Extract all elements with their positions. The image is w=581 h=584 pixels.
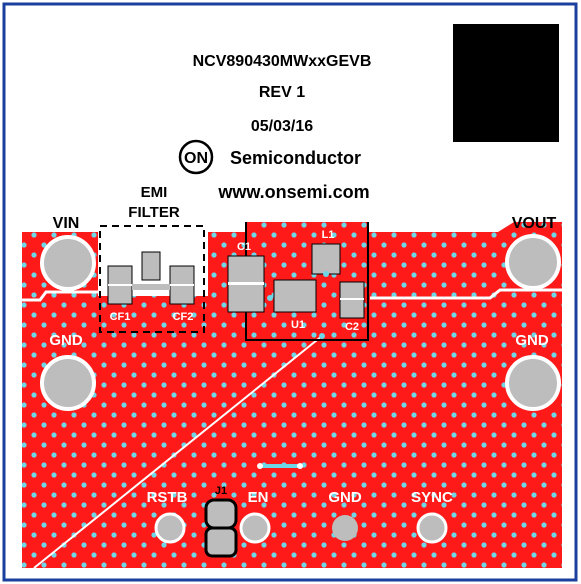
vout-label: VOUT	[512, 215, 557, 232]
emi-label: EMI	[141, 184, 168, 201]
sync-label: SYNC	[411, 489, 453, 506]
emi-filter-components	[107, 251, 195, 305]
on-logo-mark: ON	[184, 150, 208, 167]
rstb-pad[interactable]	[154, 512, 186, 544]
gnd-right-pad[interactable]	[505, 355, 561, 411]
c1-label: C1	[237, 241, 251, 253]
website: www.onsemi.com	[217, 182, 369, 202]
gnd-bottom-label: GND	[328, 489, 362, 506]
copper-pour	[22, 222, 562, 569]
gnd-left-pad[interactable]	[40, 355, 96, 411]
gnd-right-label: GND	[515, 332, 549, 349]
l1-label: L1	[322, 229, 335, 241]
en-pad[interactable]	[239, 512, 271, 544]
filter-label: FILTER	[128, 204, 180, 221]
j1-label: J1	[215, 485, 227, 497]
gnd-bottom-pad[interactable]	[332, 515, 358, 541]
on-logo-icon	[178, 139, 214, 175]
power-stage-components	[227, 243, 365, 339]
revision: REV 1	[259, 84, 305, 101]
emi-filter-outline	[99, 225, 205, 333]
j1-header[interactable]	[204, 498, 238, 558]
cf1-label: CF1	[110, 311, 131, 323]
u1-label: U1	[291, 319, 305, 331]
en-label: EN	[248, 489, 269, 506]
part-number: NCV890430MWxxGEVB	[193, 53, 372, 70]
lf1-label: LF1	[142, 238, 162, 250]
logo-block	[453, 24, 559, 142]
vin-label: VIN	[53, 215, 80, 232]
sync-pad[interactable]	[416, 512, 448, 544]
date: 05/03/16	[251, 118, 313, 135]
rstb-label: RSTB	[147, 489, 188, 506]
cf2-label: CF2	[173, 311, 194, 323]
gnd-left-label: GND	[49, 332, 83, 349]
c2-label: C2	[345, 321, 359, 333]
vin-pad[interactable]	[40, 235, 96, 291]
vout-pad[interactable]	[505, 234, 561, 290]
company-name: Semiconductor	[230, 148, 361, 168]
